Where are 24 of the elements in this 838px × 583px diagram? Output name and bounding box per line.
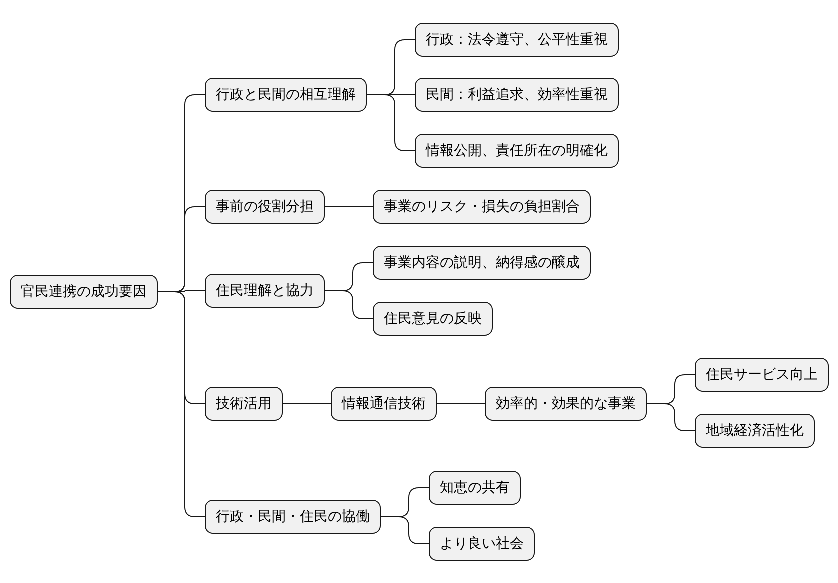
topic-box: 事前の役割分担	[205, 190, 325, 224]
topic-box: 住民理解と協力	[205, 274, 325, 308]
connector-line	[366, 94, 416, 152]
topic-box: 事業のリスク・損失の負担割合	[373, 190, 591, 224]
topic-box: 行政：法令遵守、公平性重視	[415, 23, 619, 57]
topic-box: 民間：利益追求、効率性重視	[415, 78, 619, 112]
connector-line	[380, 516, 430, 544]
connector-line	[324, 206, 374, 208]
topic-box: 事業内容の説明、納得感の醸成	[373, 246, 591, 280]
topic-box: 官民連携の成功要因	[10, 275, 158, 309]
topic-box: 住民意見の反映	[373, 302, 493, 336]
topic-box: 情報通信技術	[331, 387, 437, 421]
topic-box: 住民サービス向上	[695, 358, 829, 392]
topic-box: 行政と民間の相互理解	[205, 78, 367, 112]
connector-line	[324, 290, 374, 320]
topic-box: 技術活用	[205, 387, 283, 421]
connector-line	[158, 292, 206, 518]
topic-box: 情報公開、責任所在の明確化	[415, 134, 619, 168]
connector-line	[646, 404, 696, 432]
topic-box: 知恵の共有	[429, 471, 521, 505]
topic-box: 地域経済活性化	[695, 414, 815, 448]
topic-box: 効率的・効果的な事業	[485, 387, 647, 421]
topic-box: より良い社会	[429, 527, 535, 561]
topic-box: 行政・民間・住民の協働	[205, 500, 381, 534]
